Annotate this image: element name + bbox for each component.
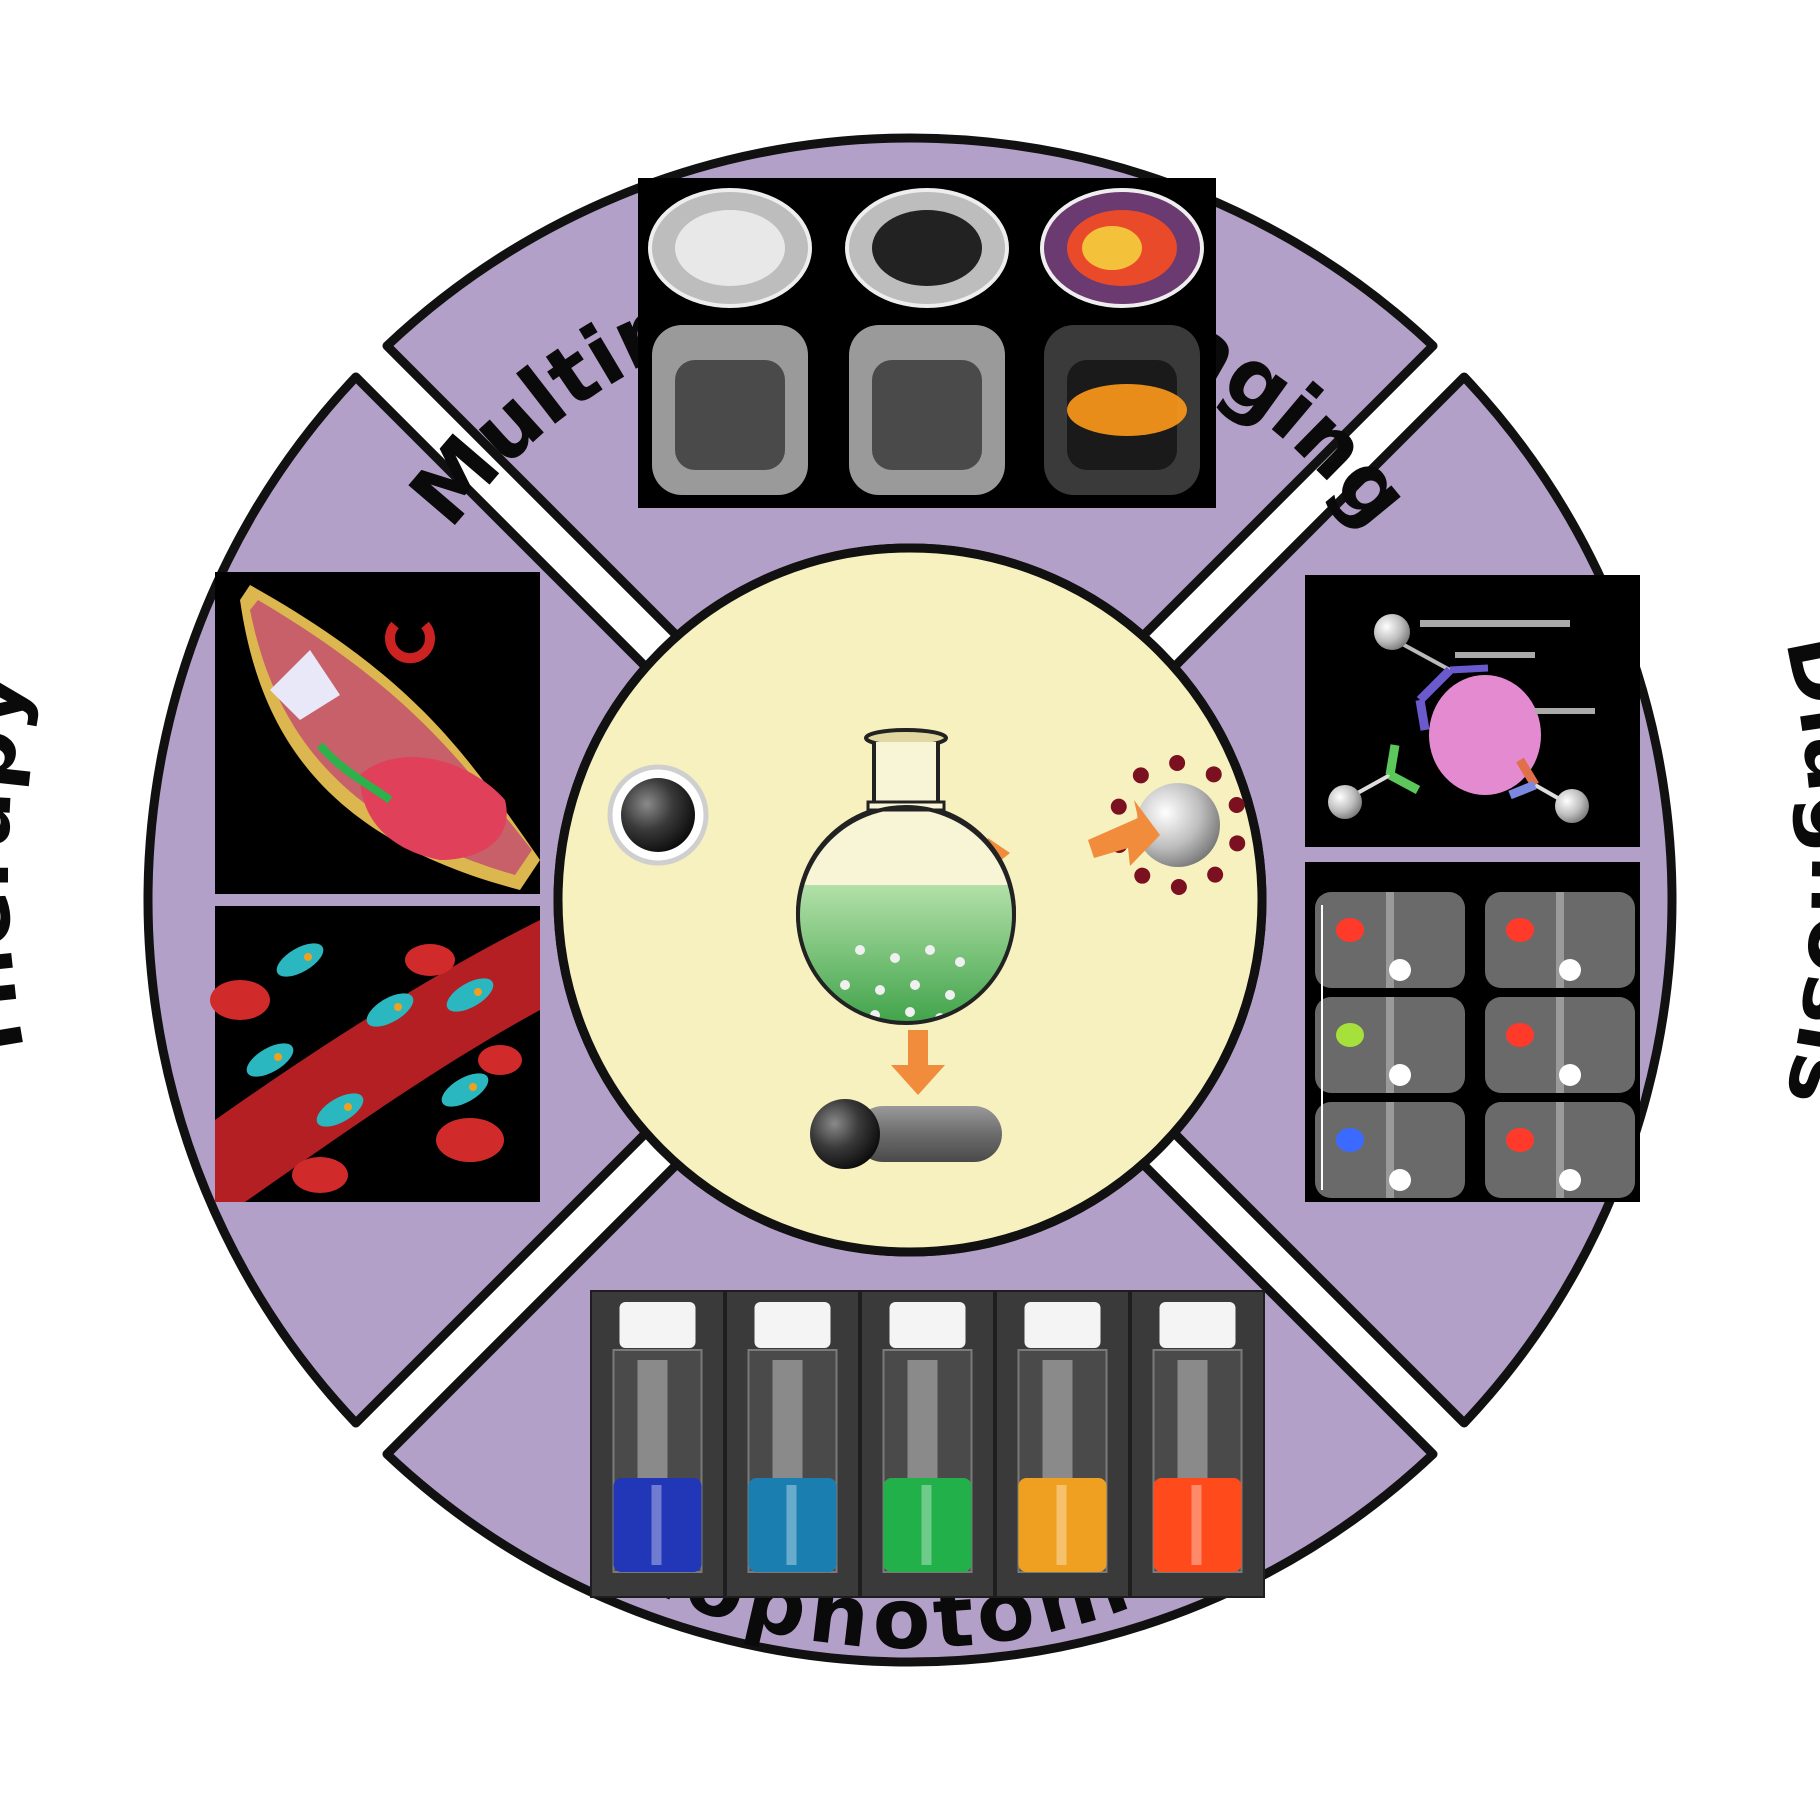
- vial-cap: [1024, 1302, 1101, 1348]
- surface-ligand: [1205, 766, 1222, 783]
- tumor-spot: [1506, 918, 1534, 942]
- nanoparticle-cluster: [276, 943, 324, 977]
- vial-liquid: [883, 1478, 972, 1572]
- magnet-icon: [385, 621, 435, 664]
- surface-ligand: [1170, 878, 1187, 895]
- diagnosis-panel-top: [1305, 575, 1640, 847]
- vial-cap: [889, 1302, 966, 1348]
- decorated-nanoparticle: [1110, 755, 1246, 895]
- vial-cap: [619, 1302, 696, 1348]
- arrow-right-top: [1088, 800, 1160, 866]
- flask-bubble: [945, 990, 955, 1000]
- therapy-panel-top: [215, 572, 540, 894]
- tumor-spot: [1336, 1023, 1364, 1047]
- surface-ligand: [1169, 755, 1186, 772]
- flask-bubble: [910, 980, 920, 990]
- vial-liquid: [613, 1478, 702, 1572]
- tumor-spot: [1336, 918, 1364, 942]
- nanoparticle-cluster: [316, 1093, 364, 1127]
- flask-bubble: [890, 953, 900, 963]
- flask-bubble: [905, 1007, 915, 1017]
- arrow-down: [891, 1030, 945, 1095]
- red-blood-cell: [405, 944, 455, 976]
- red-blood-cell: [436, 1118, 504, 1162]
- blood-vessel-particles: [210, 943, 522, 1193]
- tumor-spot: [1506, 1023, 1534, 1047]
- flask-bubble: [875, 985, 885, 995]
- diagnosis-panel-bottom: [1305, 862, 1640, 1202]
- mri-pet-scans: [648, 188, 1204, 495]
- tumor-mri-slices: [1315, 892, 1635, 1198]
- vial-liquid: [1018, 1478, 1107, 1572]
- nanoparticle-cluster: [441, 1073, 489, 1107]
- quantum-dot-vials: [592, 1292, 1263, 1596]
- tumor-spot: [1336, 1128, 1364, 1152]
- red-blood-cell: [478, 1045, 522, 1075]
- label-right: Diagnosis: [1766, 626, 1820, 1115]
- vial-cap: [754, 1302, 831, 1348]
- nanoparticle-cluster: [366, 993, 414, 1027]
- surface-ligand: [1132, 767, 1149, 784]
- red-blood-cell: [210, 980, 270, 1020]
- vial-cap: [1159, 1302, 1236, 1348]
- biophotonics-panel: [590, 1290, 1265, 1598]
- nanoparticle-cluster: [246, 1043, 294, 1077]
- label-left: Therapy: [0, 665, 46, 1076]
- vial-liquid: [1153, 1478, 1242, 1572]
- flask-bubble: [925, 945, 935, 955]
- nanoparticle-cluster: [446, 978, 494, 1012]
- surface-ligand: [1228, 797, 1245, 814]
- surface-ligand: [1110, 798, 1127, 815]
- tumor-cell: [1429, 675, 1541, 795]
- dumbbell-nanorod: [810, 1099, 1002, 1169]
- imaging-panel: [638, 178, 1216, 508]
- vial-liquid: [748, 1478, 837, 1572]
- surface-ligand: [1229, 835, 1246, 852]
- tumor-spot: [1506, 1128, 1534, 1152]
- surface-ligand: [1207, 866, 1224, 883]
- flask-bubble: [855, 945, 865, 955]
- red-blood-cell: [292, 1157, 348, 1193]
- flask-bubble: [955, 957, 965, 967]
- surface-ligand: [1134, 867, 1151, 884]
- antibody-node: [1374, 614, 1410, 650]
- therapy-panel-bottom: [210, 906, 540, 1202]
- flask-bubble: [840, 980, 850, 990]
